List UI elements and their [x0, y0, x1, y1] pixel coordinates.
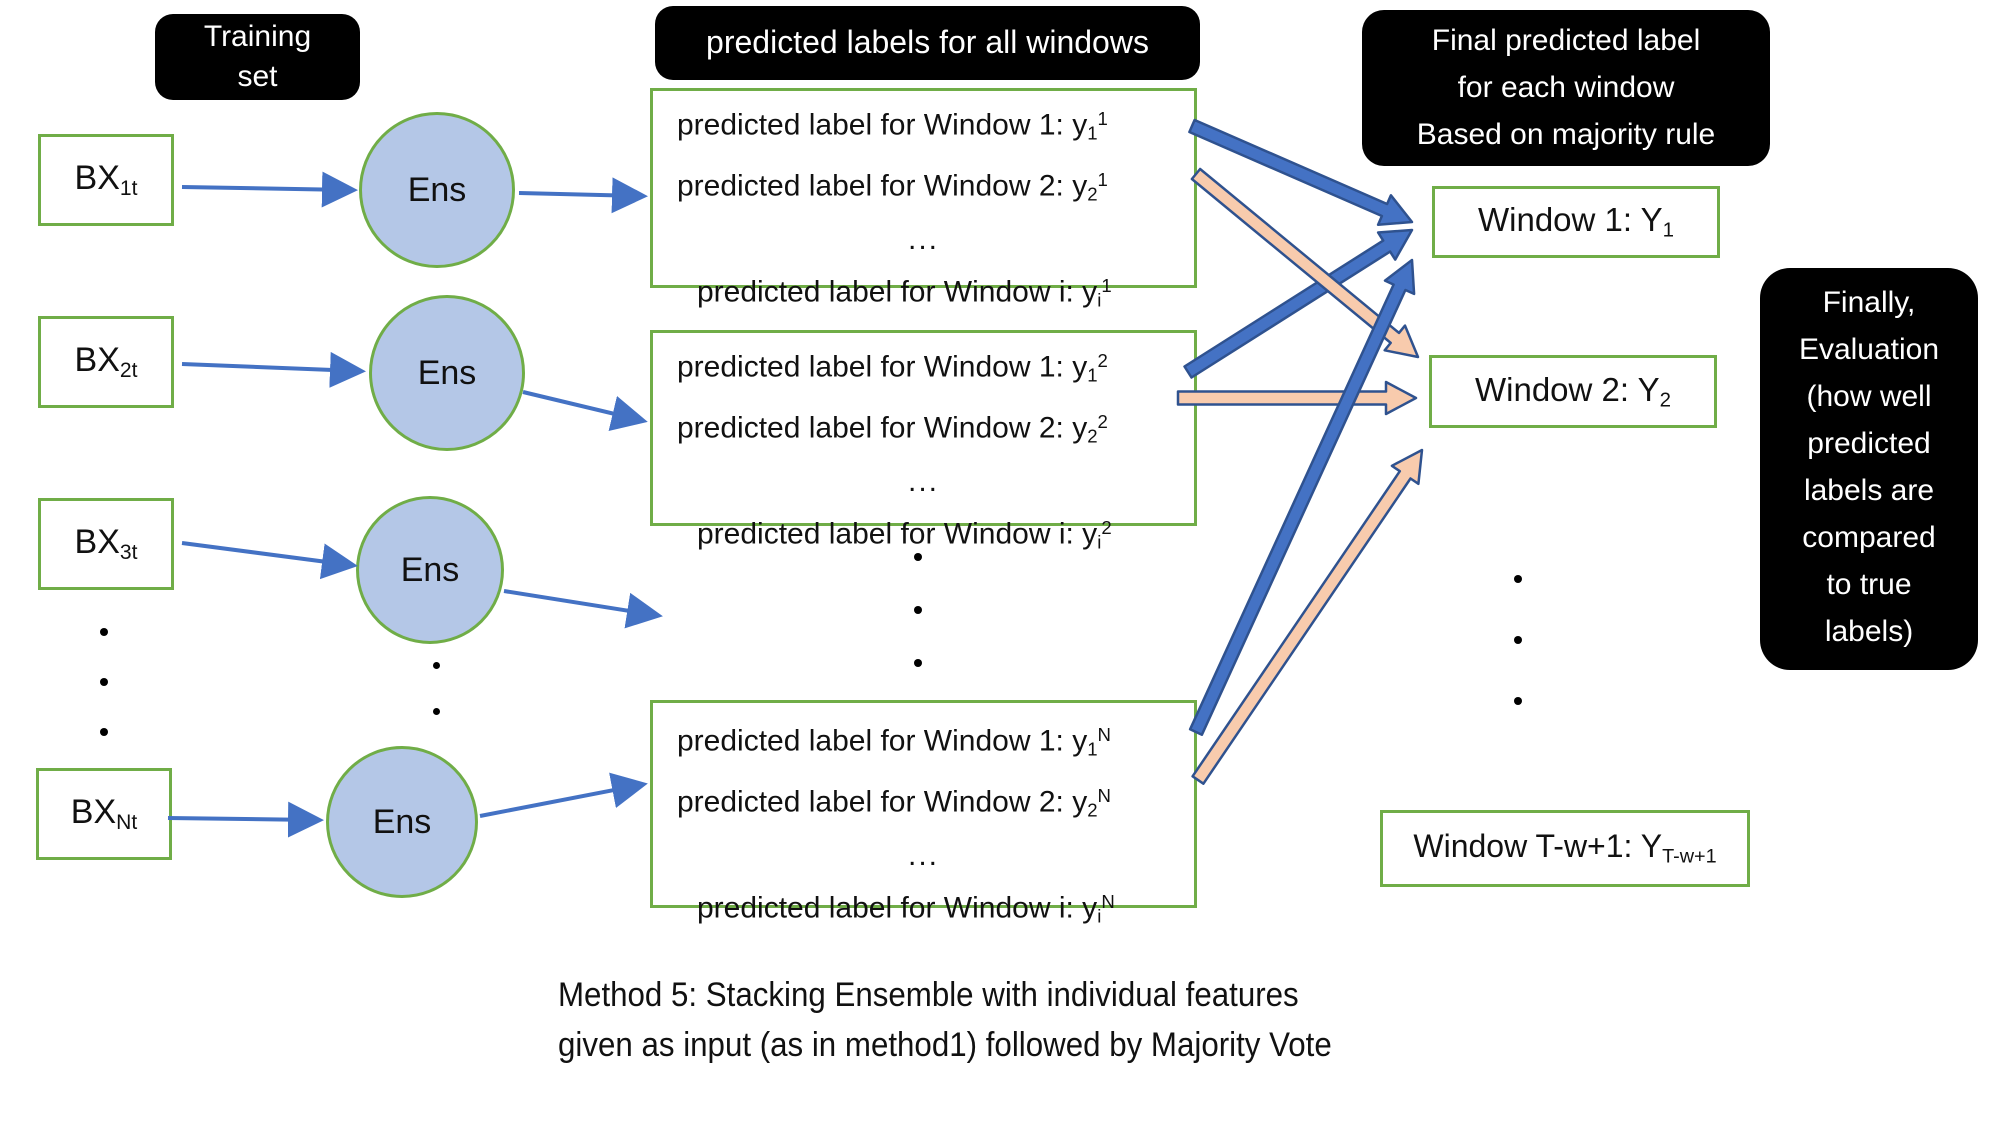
final-label-line3: Based on majority rule — [1416, 118, 1716, 151]
arrow-box2-y2-to-window2 — [1176, 380, 1418, 416]
evaluation-line: predicted — [1807, 427, 1931, 460]
vertical-ellipsis-dot — [100, 628, 108, 636]
predicted-labels-header: predicted labels for all windows — [655, 6, 1200, 80]
prediction-row: predicted label for Window 1: y1N — [677, 724, 1111, 760]
input-box-bxnt: BXNt — [36, 768, 172, 860]
vertical-ellipsis-dot — [433, 662, 440, 669]
window-twp1-result-box: Window T-w+1: YT-w+1 — [1380, 810, 1750, 887]
window-twp1-label: Window T-w+1: YT-w+1 — [1413, 828, 1717, 868]
final-label-line1: Final predicted label — [1431, 24, 1701, 57]
prediction-box-2: predicted label for Window 1: y12 predic… — [650, 330, 1197, 553]
prediction-row: predicted label for Window 2: y2N — [677, 784, 1111, 821]
vertical-ellipsis-dot — [1514, 636, 1522, 644]
prediction-row: predicted label for Window 2: y22 — [677, 410, 1108, 447]
arrow-ens4-to-boxn — [479, 772, 648, 818]
prediction-box-n: predicted label for Window 1: y1N predic… — [650, 700, 1197, 927]
vertical-ellipsis-dot — [1514, 575, 1522, 583]
arrow-bx3-to-ens3 — [181, 541, 358, 580]
vertical-ellipsis-dot — [914, 553, 922, 561]
ensemble-circle-3: Ens — [356, 496, 504, 644]
ensemble-label: Ens — [417, 353, 477, 392]
prediction-row: predicted label for Window i: yiN — [697, 891, 1115, 927]
training-set-label: Training set — [155, 14, 360, 100]
ellipsis: ... — [907, 223, 939, 256]
vertical-ellipsis-dot — [1514, 697, 1522, 705]
arrow-bx2-to-ens2 — [181, 351, 366, 388]
evaluation-line: Evaluation — [1798, 333, 1940, 366]
evaluation-line: labels) — [1824, 615, 1914, 648]
input-label: BX2t — [74, 341, 138, 382]
evaluation-line: compared — [1802, 521, 1936, 554]
evaluation-line: (how well — [1806, 380, 1932, 413]
ensemble-label: Ens — [407, 170, 467, 209]
vertical-ellipsis-dot — [100, 728, 108, 736]
arrow-bxn-to-ens4 — [167, 801, 324, 838]
window-2-result-box: Window 2: Y2 — [1429, 355, 1717, 428]
training-set-line1: Training — [203, 20, 312, 53]
prediction-row: predicted label for Window 1: y12 — [677, 350, 1108, 386]
prediction-row: predicted label for Window i: yi1 — [697, 275, 1112, 311]
input-label: BX1t — [74, 159, 138, 200]
vertical-ellipsis-dot — [433, 708, 440, 715]
final-label-header: Final predicted label for each window Ba… — [1362, 10, 1770, 166]
input-label: BXNt — [70, 793, 138, 834]
evaluation-line: labels are — [1803, 474, 1935, 507]
prediction-row: predicted label for Window 1: y11 — [677, 108, 1108, 144]
input-box-bx1t: BX1t — [38, 134, 174, 226]
arrow-boxn-y2-to-window2 — [1191, 448, 1424, 785]
training-set-line2: set — [237, 60, 278, 93]
prediction-row: predicted label for Window i: yi2 — [697, 517, 1112, 553]
ensemble-circle-1: Ens — [359, 112, 515, 268]
arrow-box2-y1-to-window1 — [1183, 228, 1414, 379]
ensemble-circle-4: Ens — [326, 746, 478, 898]
final-label-line2: for each window — [1457, 71, 1675, 104]
window-1-label: Window 1: Y1 — [1477, 201, 1675, 242]
figure-caption: Method 5: Stacking Ensemble with individ… — [558, 970, 1332, 1070]
predicted-labels-header-text: predicted labels for all windows — [706, 24, 1149, 60]
evaluation-note: Finally, Evaluation (how well predicted … — [1760, 268, 1978, 670]
vertical-ellipsis-dot — [914, 659, 922, 667]
ensemble-label: Ens — [400, 550, 460, 589]
arrow-box1-y2-to-window2 — [1190, 167, 1420, 359]
window-1-result-box: Window 1: Y1 — [1432, 186, 1720, 258]
input-label: BX3t — [74, 523, 138, 564]
ellipsis: ... — [907, 839, 939, 872]
caption-line1: Method 5: Stacking Ensemble with individ… — [558, 976, 1299, 1014]
input-box-bx3t: BX3t — [38, 498, 174, 590]
arrow-bx1-to-ens1 — [181, 171, 358, 208]
ensemble-label: Ens — [372, 802, 432, 841]
input-box-bx2t: BX2t — [38, 316, 174, 408]
ellipsis: ... — [907, 465, 939, 498]
ensemble-circle-2: Ens — [369, 295, 525, 451]
arrow-ens1-to-box1 — [518, 177, 648, 214]
prediction-row: predicted label for Window 2: y21 — [677, 168, 1108, 205]
window-2-label: Window 2: Y2 — [1474, 370, 1672, 412]
vertical-ellipsis-dot — [914, 606, 922, 614]
prediction-box-1: predicted label for Window 1: y11 predic… — [650, 88, 1197, 311]
arrow-ens3-out — [503, 589, 663, 629]
evaluation-line: Finally, — [1822, 286, 1916, 319]
vertical-ellipsis-dot — [100, 678, 108, 686]
arrow-boxn-y1-to-window1 — [1188, 258, 1416, 736]
caption-line2: given as input (as in method1) followed … — [558, 1026, 1332, 1064]
arrow-ens2-to-box2 — [522, 390, 648, 431]
evaluation-line: to true — [1826, 568, 1912, 601]
